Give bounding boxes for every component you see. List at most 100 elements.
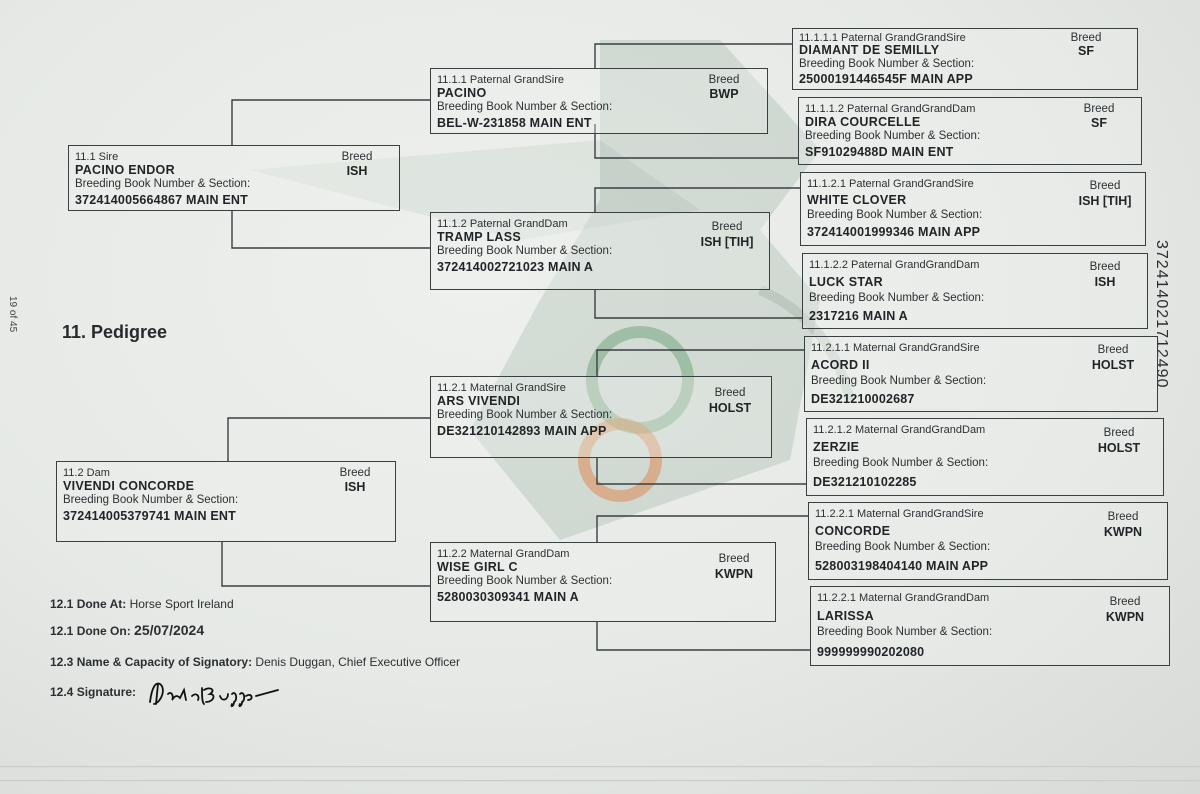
sire-name: PACINO ENDOR bbox=[75, 163, 175, 177]
sire-box: 11.1 Sire PACINO ENDOR Breeding Book Num… bbox=[68, 145, 400, 211]
perforation-icon bbox=[0, 766, 1200, 782]
great-grandparent-number: SF91029488D MAIN ENT bbox=[805, 145, 954, 159]
grandparent-box: 11.1.2 Paternal GrandDam TRAMP LASS Bree… bbox=[430, 212, 770, 290]
signature-label: 12.4 Signature: bbox=[50, 685, 137, 699]
great-grandparent-box: 11.1.1.2 Paternal GrandGrandDam DIRA COU… bbox=[798, 97, 1142, 165]
great-grandparent-breed: SF bbox=[1078, 44, 1094, 58]
grandparent-breed-label: Breed bbox=[714, 387, 746, 399]
great-grandparent-box: 11.2.2.1 Maternal GrandGrandDam LARISSA … bbox=[810, 586, 1170, 666]
page-count: 19 of 45 bbox=[7, 296, 18, 333]
great-grandparent-box: 11.1.2.1 Paternal GrandGrandSire WHITE C… bbox=[800, 172, 1146, 246]
great-grandparent-breed-label: Breed bbox=[1083, 103, 1115, 115]
dam-breed-label: Breed bbox=[339, 467, 371, 479]
grandparent-box: 11.1.1 Paternal GrandSire PACINO Breedin… bbox=[430, 68, 768, 134]
grandparent-box: 11.2.1 Maternal GrandSire ARS VIVENDI Br… bbox=[430, 376, 772, 458]
grandparent-name: TRAMP LASS bbox=[437, 230, 522, 244]
great-grandparent-breed-label: Breed bbox=[1109, 596, 1141, 608]
great-grandparent-breeding-label: Breeding Book Number & Section: bbox=[811, 375, 987, 387]
great-grandparent-name: DIAMANT DE SEMILLY bbox=[799, 43, 940, 57]
dam-breeding-label: Breeding Book Number & Section: bbox=[63, 494, 239, 506]
grandparent-breed: HOLST bbox=[708, 401, 752, 415]
great-grandparent-breeding-label: Breeding Book Number & Section: bbox=[805, 130, 981, 142]
grandparent-breeding-label: Breeding Book Number & Section: bbox=[437, 245, 613, 257]
signatory-label: 12.3 Name & Capacity of Signatory: bbox=[50, 655, 253, 669]
great-grandparent-label: 11.1.1.1 Paternal GrandGrandSire bbox=[799, 32, 966, 44]
grandparent-label: 11.2.2 Maternal GrandDam bbox=[437, 548, 570, 560]
great-grandparent-breeding-label: Breeding Book Number & Section: bbox=[815, 541, 991, 553]
great-grandparent-name: LUCK STAR bbox=[809, 275, 883, 289]
signature-line: 12.4 Signature: bbox=[50, 685, 136, 699]
dam-number: 372414005379741 MAIN ENT bbox=[63, 509, 236, 523]
great-grandparent-breed: HOLST bbox=[1091, 358, 1135, 372]
great-grandparent-box: 11.2.1.2 Maternal GrandGrandDam ZERZIE B… bbox=[806, 418, 1164, 496]
great-grandparent-number: 528003198404140 MAIN APP bbox=[815, 559, 989, 573]
great-grandparent-breed-label: Breed bbox=[1070, 32, 1102, 44]
great-grandparent-box: 11.1.1.1 Paternal GrandGrandSire DIAMANT… bbox=[792, 28, 1138, 90]
grandparent-name: WISE GIRL C bbox=[437, 560, 518, 574]
done-at-label: 12.1 Done At: bbox=[50, 597, 127, 611]
great-grandparent-number: DE321210102285 bbox=[813, 475, 917, 489]
sire-breed-label: Breed bbox=[341, 151, 373, 163]
signatory-value: Denis Duggan, Chief Executive Officer bbox=[255, 655, 460, 669]
section-title: 11. Pedigree bbox=[62, 322, 168, 342]
great-grandparent-breed: ISH [TIH] bbox=[1078, 194, 1132, 208]
grandparent-breed: BWP bbox=[709, 87, 739, 101]
great-grandparent-number: 25000191446545F MAIN APP bbox=[799, 72, 973, 86]
great-grandparent-breed-label: Breed bbox=[1103, 427, 1135, 439]
done-on-label: 12.1 Done On: bbox=[50, 624, 131, 638]
great-grandparent-name: ACORD II bbox=[811, 358, 870, 372]
done-on-line: 12.1 Done On: 25/07/2024 bbox=[50, 623, 204, 638]
great-grandparent-number: 372414001999346 MAIN APP bbox=[807, 225, 981, 239]
great-grandparent-label: 11.2.1.2 Maternal GrandGrandDam bbox=[813, 424, 986, 436]
great-grandparent-number: DE321210002687 bbox=[811, 392, 915, 406]
grandparent-label: 11.1.2 Paternal GrandDam bbox=[437, 218, 568, 230]
great-grandparent-name: ZERZIE bbox=[813, 440, 860, 454]
sire-breeding-label: Breeding Book Number & Section: bbox=[75, 178, 251, 190]
dam-breed: ISH bbox=[344, 480, 366, 494]
grandparent-breeding-label: Breeding Book Number & Section: bbox=[437, 409, 613, 421]
grandparent-box: 11.2.2 Maternal GrandDam WISE GIRL C Bre… bbox=[430, 542, 776, 622]
great-grandparent-breed: HOLST bbox=[1097, 441, 1141, 455]
great-grandparent-label: 11.1.2.2 Paternal GrandGrandDam bbox=[809, 259, 980, 271]
great-grandparent-name: LARISSA bbox=[817, 609, 874, 623]
dam-name: VIVENDI CONCORDE bbox=[63, 479, 195, 493]
great-grandparent-label: 11.2.2.1 Maternal GrandGrandSire bbox=[815, 508, 984, 520]
grandparent-number: DE321210142893 MAIN APP bbox=[437, 424, 607, 438]
grandparent-label: 11.2.1 Maternal GrandSire bbox=[437, 382, 566, 394]
great-grandparent-breed-label: Breed bbox=[1089, 261, 1121, 273]
great-grandparent-breed: SF bbox=[1091, 116, 1107, 130]
great-grandparent-label: 11.1.1.2 Paternal GrandGrandDam bbox=[805, 103, 976, 115]
great-grandparent-name: CONCORDE bbox=[815, 524, 891, 538]
sire-breed: ISH bbox=[346, 164, 368, 178]
great-grandparent-box: 11.2.2.1 Maternal GrandGrandSire CONCORD… bbox=[808, 502, 1168, 580]
great-grandparent-breeding-label: Breeding Book Number & Section: bbox=[809, 292, 985, 304]
great-grandparent-breeding-label: Breeding Book Number & Section: bbox=[807, 209, 983, 221]
great-grandparent-breeding-label: Breeding Book Number & Section: bbox=[813, 457, 989, 469]
great-grandparent-name: WHITE CLOVER bbox=[807, 193, 907, 207]
great-grandparent-breeding-label: Breeding Book Number & Section: bbox=[817, 626, 993, 638]
grandparent-breed-label: Breed bbox=[711, 221, 743, 233]
sire-label: 11.1 Sire bbox=[75, 151, 119, 163]
dam-label: 11.2 Dam bbox=[63, 467, 110, 479]
grandparent-breed: KWPN bbox=[714, 567, 754, 581]
signature-icon bbox=[149, 682, 279, 708]
grandparent-breed-label: Breed bbox=[708, 74, 740, 86]
grandparent-number: BEL-W-231858 MAIN ENT bbox=[437, 116, 592, 130]
great-grandparent-number: 2317216 MAIN A bbox=[809, 309, 908, 323]
great-grandparent-breed-label: Breed bbox=[1089, 180, 1121, 192]
great-grandparent-box: 11.1.2.2 Paternal GrandGrandDam LUCK STA… bbox=[802, 253, 1148, 329]
great-grandparent-breed-label: Breed bbox=[1107, 511, 1139, 523]
grandparent-name: PACINO bbox=[437, 86, 487, 100]
great-grandparent-breeding-label: Breeding Book Number & Section: bbox=[799, 58, 975, 70]
great-grandparent-name: DIRA COURCELLE bbox=[805, 115, 921, 129]
grandparent-breed-label: Breed bbox=[718, 553, 750, 565]
dam-box: 11.2 Dam VIVENDI CONCORDE Breeding Book … bbox=[56, 461, 396, 542]
sire-number: 372414005664867 MAIN ENT bbox=[75, 193, 248, 207]
great-grandparent-breed: KWPN bbox=[1105, 610, 1145, 624]
great-grandparent-breed: KWPN bbox=[1103, 525, 1143, 539]
great-grandparent-breed: ISH bbox=[1094, 275, 1116, 289]
great-grandparent-label: 11.2.1.1 Maternal GrandGrandSire bbox=[811, 342, 980, 354]
